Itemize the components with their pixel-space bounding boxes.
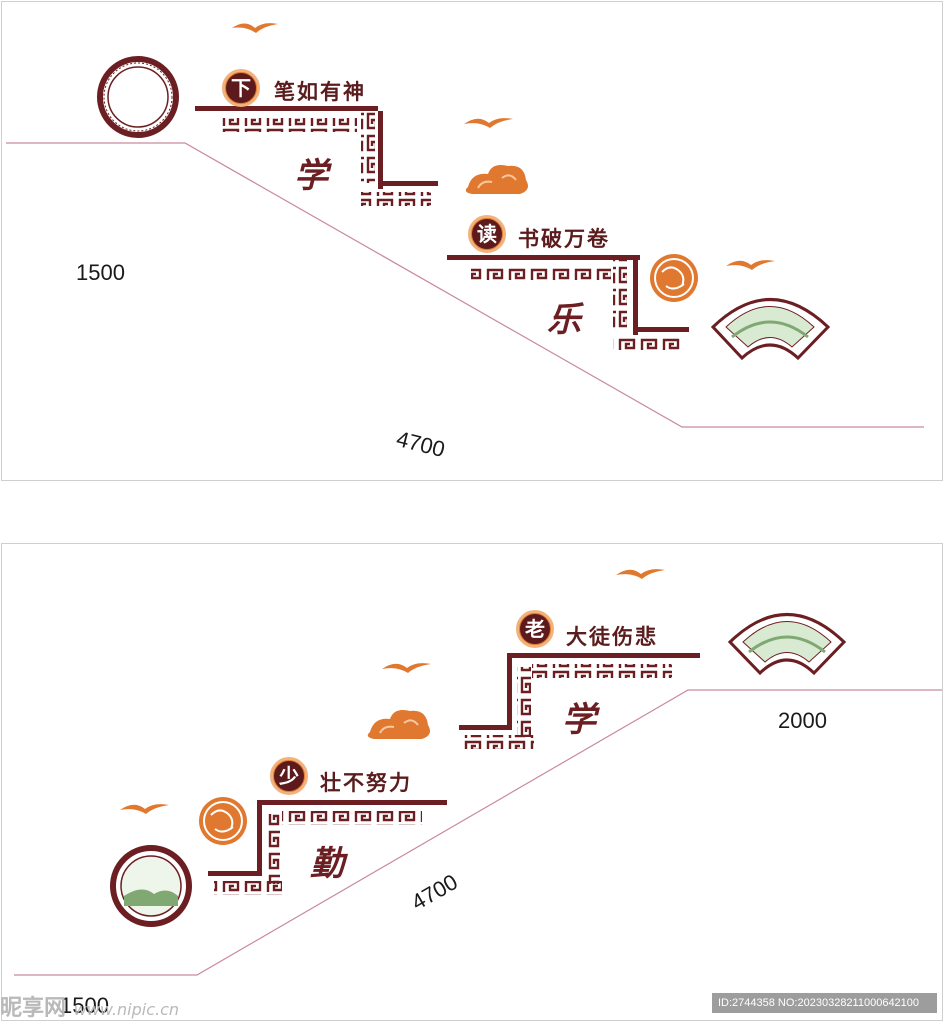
cloud-icon [367, 710, 430, 739]
watermark: 昵享网 www.nipic.cn [0, 990, 179, 1022]
bird-icon [382, 663, 431, 673]
stair-guide-line [14, 689, 942, 976]
stair-decoration-2 [447, 255, 689, 352]
slogan-phrase: 书破万卷 [518, 227, 610, 251]
bottom-wall-artwork [14, 569, 942, 976]
bird-icon [120, 804, 169, 814]
round-poem-plaque [97, 56, 179, 138]
bird-icon [232, 23, 278, 33]
stair-decoration-3 [208, 800, 447, 895]
large-character: 乐 [547, 300, 581, 340]
top-wall-artwork [6, 23, 924, 428]
bird-icon [464, 118, 513, 128]
bottom-wall-panel: 老 大徒伤悲 学 少 壮不努力 勤 2000 4700 1500 [1, 543, 943, 1021]
orange-medallion-icon [650, 254, 698, 302]
dimension-height-label: 1500 [76, 260, 125, 285]
fan-poem-plaque [727, 613, 847, 676]
bird-icon [616, 569, 665, 579]
orange-medallion-icon [199, 797, 247, 845]
large-character: 勤 [310, 844, 344, 884]
badge-icon: 少 [270, 757, 308, 795]
badge-char: 少 [274, 761, 304, 791]
watermark-url: www.nipic.cn [73, 1000, 180, 1019]
fan-poem-plaque [710, 298, 831, 361]
watermark-brand: 昵享网 [0, 996, 67, 1021]
badge-char: 读 [472, 219, 502, 249]
large-character: 学 [562, 700, 596, 740]
top-wall-panel: 下 笔如有神 学 读 书破万卷 乐 1500 4700 [1, 1, 943, 481]
round-poem-plaque [110, 845, 192, 927]
slogan-phrase: 笔如有神 [274, 80, 366, 104]
stair-guide-line [6, 142, 924, 428]
stair-decoration-4 [459, 653, 700, 749]
bird-icon [726, 260, 775, 270]
dimension-height-left-label: 1500 [60, 993, 109, 1018]
badge-icon: 老 [516, 610, 554, 648]
badge-icon: 读 [468, 215, 506, 253]
badge-char: 下 [226, 73, 256, 103]
slogan-phrase: 壮不努力 [320, 771, 412, 795]
image-id-bar: ID:2744358 NO:20230328211000642100 [712, 993, 937, 1013]
dimension-height-right-label: 2000 [778, 708, 827, 733]
large-character: 学 [294, 156, 328, 196]
cloud-icon [465, 165, 528, 194]
badge-icon: 下 [222, 69, 260, 107]
badge-char: 老 [520, 614, 550, 644]
stair-decoration-1 [195, 106, 438, 206]
slogan-phrase: 大徒伤悲 [566, 625, 658, 649]
